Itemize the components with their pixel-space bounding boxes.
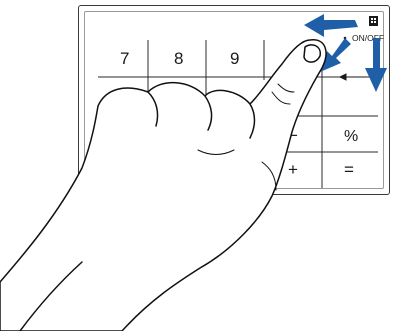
- numberpad-toggle-icon[interactable]: [369, 16, 378, 26]
- swipe-arrow-icon: [304, 14, 387, 92]
- numberpad-toggle-label[interactable]: ON/OFF: [352, 33, 384, 43]
- swipe-arrow-icon: [338, 73, 366, 81]
- numberpad-key-9[interactable]: 9: [230, 49, 239, 68]
- pointing-hand-icon: [0, 39, 327, 331]
- numberpad-key-minus[interactable]: −: [288, 126, 298, 145]
- numberpad-key-8[interactable]: 8: [174, 49, 183, 68]
- numberpad-key-equals[interactable]: =: [344, 160, 354, 179]
- numberpad-key-percent[interactable]: %: [344, 128, 358, 145]
- numberpad-key-7[interactable]: 7: [120, 49, 129, 68]
- numberpad-key-plus[interactable]: +: [288, 160, 298, 179]
